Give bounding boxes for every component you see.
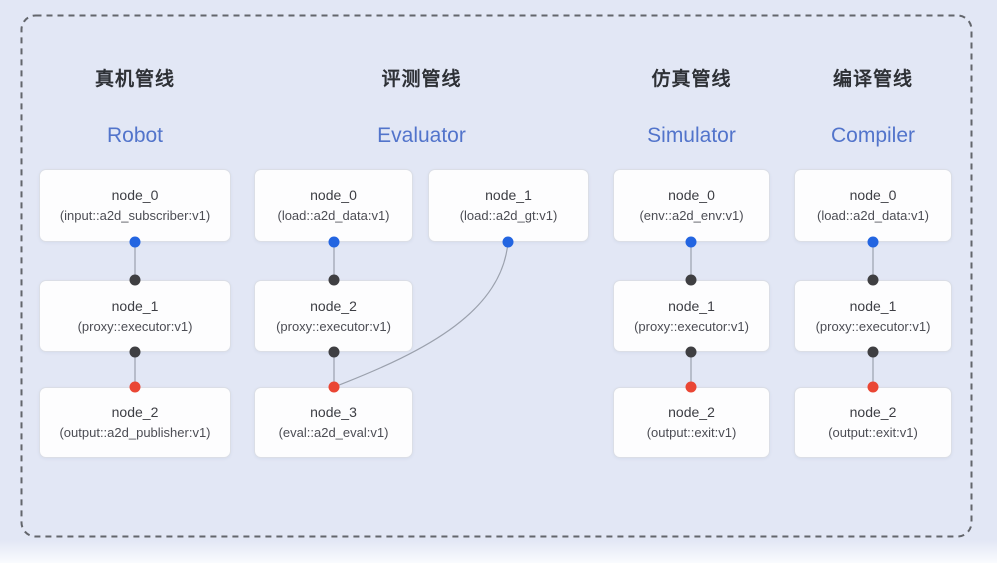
node-type: (input::a2d_subscriber:v1) [59,208,211,223]
node-type: (load::a2d_data:v1) [277,208,390,223]
node-box[interactable]: node_1 (proxy::executor:v1) [613,280,770,352]
node-name: node_2 [668,404,715,420]
node-name: node_0 [310,187,357,203]
node-box[interactable]: node_1 (proxy::executor:v1) [39,280,231,352]
output-port-dot [129,236,141,248]
node-box[interactable]: node_1 (load::a2d_gt:v1) [428,169,589,242]
input-port-dot [129,381,141,393]
dashed-boundary [20,14,973,538]
node-box[interactable]: node_0 (env::a2d_env:v1) [613,169,770,242]
output-port-dot [328,236,340,248]
pipeline-title-zh: 真机管线 [94,69,175,90]
node-type: (output::exit:v1) [828,425,918,440]
node-type: (proxy::executor:v1) [634,318,749,334]
pipeline-title-en: Robot [106,124,164,147]
node-name: node_1 [849,297,897,314]
node-name: node_2 [111,404,159,420]
node-type: (proxy::executor:v1) [815,318,931,334]
node-box[interactable]: node_0 (load::a2d_data:v1) [794,169,952,242]
node-name: node_1 [668,297,715,314]
output-port-dot [502,236,514,248]
node-box[interactable]: node_0 (input::a2d_subscriber:v1) [39,169,231,242]
io-port-dot [129,274,141,286]
pipeline-title-zh: 评测管线 [381,69,462,90]
node-box[interactable]: node_2 (output::exit:v1) [794,387,952,458]
node-name: node_1 [111,297,159,314]
output-port-dot [685,236,697,248]
pipeline-title-zh: 编译管线 [832,69,913,90]
node-name: node_2 [310,297,357,314]
node-box[interactable]: node_1 (proxy::executor:v1) [794,280,952,352]
io-port-dot [685,274,697,286]
io-port-dot [129,346,141,358]
output-port-dot [867,236,879,248]
node-type: (load::a2d_gt:v1) [459,208,558,223]
input-port-dot [328,381,340,393]
io-port-dot [685,346,697,358]
node-name: node_1 [485,187,532,203]
node-type: (proxy::executor:v1) [276,318,391,334]
node-type: (eval::a2d_eval:v1) [278,425,389,440]
node-type: (env::a2d_env:v1) [639,208,744,223]
input-port-dot [685,381,697,393]
node-name: node_0 [668,187,715,203]
pipeline-title-en: Simulator [647,124,736,147]
node-type: (proxy::executor:v1) [77,318,193,334]
pipeline-title-zh: 仿真管线 [651,69,732,90]
input-port-dot [867,381,879,393]
node-type: (load::a2d_data:v1) [816,208,930,223]
node-name: node_3 [310,404,357,420]
node-name: node_0 [849,187,897,203]
edge-curved [333,241,509,388]
node-box[interactable]: node_0 (load::a2d_data:v1) [254,169,413,242]
pipeline-title-en: Compiler [830,124,916,147]
node-type: (output::a2d_publisher:v1) [59,425,211,440]
node-name: node_2 [849,404,897,420]
node-box[interactable]: node_2 (output::exit:v1) [613,387,770,458]
io-port-dot [328,346,340,358]
node-box[interactable]: node_2 (proxy::executor:v1) [254,280,413,352]
node-name: node_0 [111,187,159,203]
node-type: (output::exit:v1) [646,425,737,440]
io-port-dot [867,274,879,286]
io-port-dot [328,274,340,286]
node-box[interactable]: node_2 (output::a2d_publisher:v1) [39,387,231,458]
pipeline-title-en: Evaluator [377,124,466,147]
node-box[interactable]: node_3 (eval::a2d_eval:v1) [254,387,413,458]
io-port-dot [867,346,879,358]
